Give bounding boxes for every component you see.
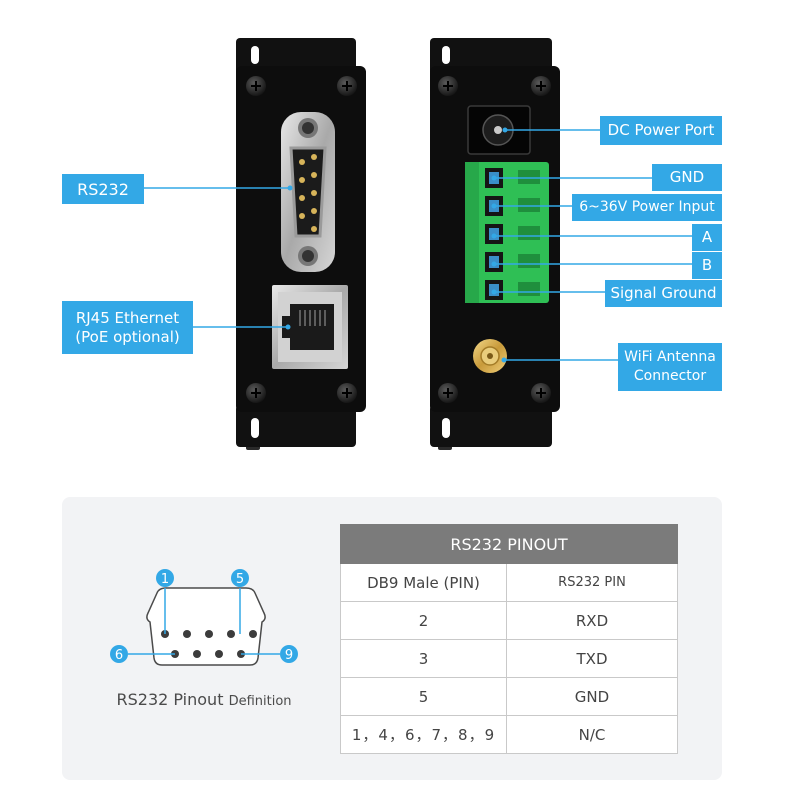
- rj45-callout: RJ45 Ethernet (PoE optional): [62, 301, 193, 354]
- pin-1-label: 1: [161, 572, 169, 587]
- terminal-block: [465, 162, 549, 303]
- screw-icon: [531, 76, 551, 96]
- pin-cell: 3: [340, 639, 507, 678]
- rj45-callout-line1: RJ45 Ethernet: [75, 308, 180, 327]
- b-callout: B: [692, 252, 722, 279]
- screw-icon: [438, 383, 458, 403]
- db9-outline: [146, 587, 266, 666]
- rs232-callout-text: RS232: [77, 179, 129, 199]
- rj45-port: [272, 285, 348, 369]
- pin-9-marker: 9: [280, 645, 298, 663]
- leader-dots: [285, 127, 508, 363]
- mount-slot-top: [442, 46, 450, 64]
- pin-5-label: 5: [236, 572, 244, 587]
- signal-cell: RXD: [506, 601, 678, 640]
- screw-icon: [246, 383, 266, 403]
- screw-icon: [531, 383, 551, 403]
- mount-slot-bottom: [251, 418, 259, 438]
- mount-slot-top: [251, 46, 259, 64]
- gnd-callout-text: GND: [669, 168, 705, 186]
- wifi-callout-line1: WiFi Antenna: [624, 349, 716, 365]
- leader-lines: [144, 129, 692, 361]
- antenna-connector: [473, 339, 507, 373]
- a-callout-text: A: [701, 228, 713, 246]
- pin-cell: 2: [340, 601, 507, 640]
- col-header-db9: DB9 Male (PIN): [340, 563, 507, 602]
- rs232-callout: RS232: [62, 174, 144, 204]
- mounting-tab-bottom: [430, 405, 552, 447]
- signal-ground-callout: Signal Ground: [605, 280, 722, 307]
- mounting-tab-bottom: [236, 405, 356, 447]
- table-row: 2 RXD: [340, 601, 678, 640]
- power-input-callout: 6~36V Power Input: [572, 194, 722, 221]
- pin-leader-lines: [128, 588, 280, 655]
- table-row: 1，4，6，7，8，9 N/C: [340, 715, 678, 754]
- pin-6-label: 6: [115, 648, 123, 663]
- table-title: RS232 PINOUT: [340, 524, 678, 564]
- signal-cell: TXD: [506, 639, 678, 678]
- pinout-caption-main: RS232 Pinout: [116, 690, 224, 709]
- signal-cell: N/C: [506, 715, 678, 754]
- table-title-row: RS232 PINOUT: [340, 524, 678, 564]
- a-callout: A: [692, 224, 722, 251]
- db9-pin-diagram: 1 5 6 9: [110, 569, 298, 666]
- signal-ground-callout-text: Signal Ground: [610, 284, 717, 302]
- dc-power-jack: [467, 105, 531, 155]
- b-callout-text: B: [701, 256, 713, 274]
- dc-power-callout: DC Power Port: [600, 116, 722, 145]
- pin-cell: 5: [340, 677, 507, 716]
- pinout-caption: RS232 Pinout Definition: [104, 690, 304, 709]
- pinout-table: RS232 PINOUT DB9 Male (PIN) RS232 PIN 2 …: [340, 524, 678, 754]
- screw-icon: [246, 76, 266, 96]
- screw-icon: [337, 383, 357, 403]
- wifi-callout-line2: Connector: [633, 368, 707, 384]
- wifi-antenna-callout: WiFi Antenna Connector: [618, 343, 722, 391]
- table-header-row: DB9 Male (PIN) RS232 PIN: [340, 563, 678, 602]
- rj45-callout-line2: (PoE optional): [75, 327, 180, 346]
- screw-icon: [337, 76, 357, 96]
- table-row: 5 GND: [340, 677, 678, 716]
- col-header-rs232: RS232 PIN: [506, 563, 678, 602]
- signal-cell: GND: [506, 677, 678, 716]
- pin-1-marker: 1: [156, 569, 174, 587]
- pin-6-marker: 6: [110, 645, 128, 663]
- gnd-callout: GND: [652, 164, 722, 191]
- dc-power-callout-text: DC Power Port: [607, 121, 715, 139]
- power-input-callout-text: 6~36V Power Input: [579, 199, 715, 215]
- db9-connector: [281, 112, 335, 272]
- table-row: 3 TXD: [340, 639, 678, 678]
- pin-9-label: 9: [285, 648, 293, 663]
- mount-slot-bottom: [442, 418, 450, 438]
- pin-5-marker: 5: [231, 569, 249, 587]
- left-device: [236, 38, 366, 450]
- screw-icon: [438, 76, 458, 96]
- right-device: [430, 38, 560, 450]
- pinout-caption-small: Definition: [228, 694, 292, 709]
- pin-cell: 1，4，6，7，8，9: [340, 715, 507, 754]
